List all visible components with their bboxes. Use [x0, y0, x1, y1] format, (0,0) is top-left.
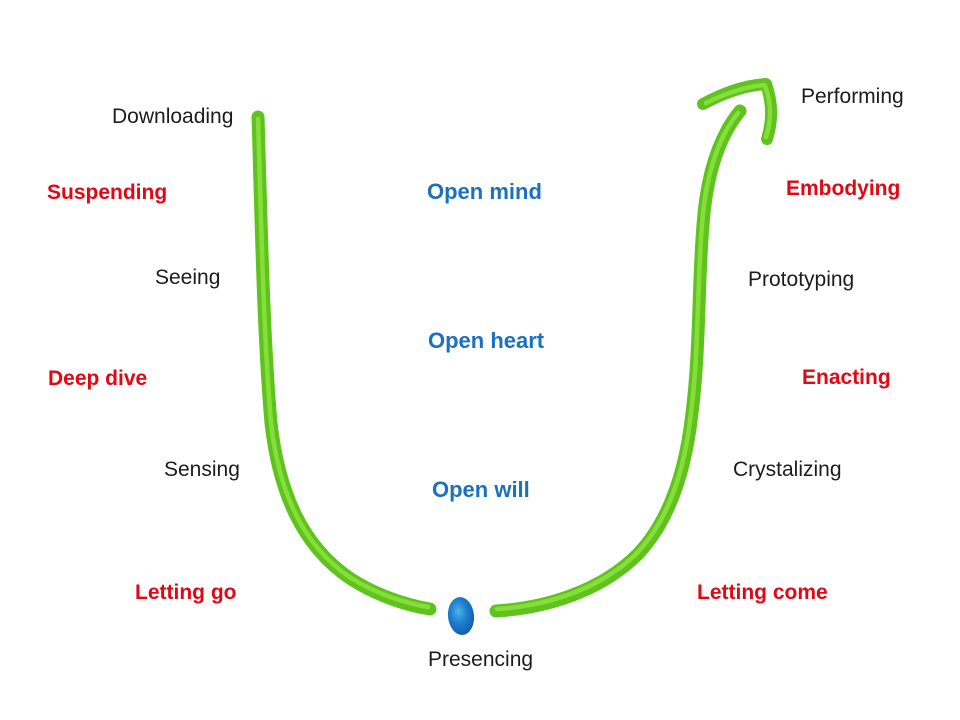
label-downloading: Downloading [112, 105, 234, 128]
label-sensing: Sensing [164, 458, 240, 481]
label-suspending: Suspending [47, 181, 168, 204]
u-curve-left-highlight [255, 116, 431, 610]
u-curve-right-highlight [494, 110, 741, 612]
label-crystalizing: Crystalizing [733, 458, 842, 481]
arrowhead-highlight [703, 82, 773, 140]
label-letting-come: Letting come [697, 581, 828, 604]
label-enacting: Enacting [802, 366, 891, 389]
label-prototyping: Prototyping [748, 268, 855, 291]
label-presencing: Presencing [428, 648, 534, 671]
presencing-dot [447, 597, 475, 635]
label-open-mind: Open mind [427, 179, 542, 204]
label-letting-go: Letting go [135, 581, 237, 604]
label-embodying: Embodying [786, 177, 901, 200]
u-curve-left-branch [251, 110, 437, 616]
label-open-will: Open will [432, 477, 530, 502]
label-deep-dive: Deep dive [48, 367, 148, 390]
label-open-heart: Open heart [428, 328, 545, 353]
label-seeing: Seeing [155, 266, 221, 289]
label-performing: Performing [801, 85, 904, 108]
